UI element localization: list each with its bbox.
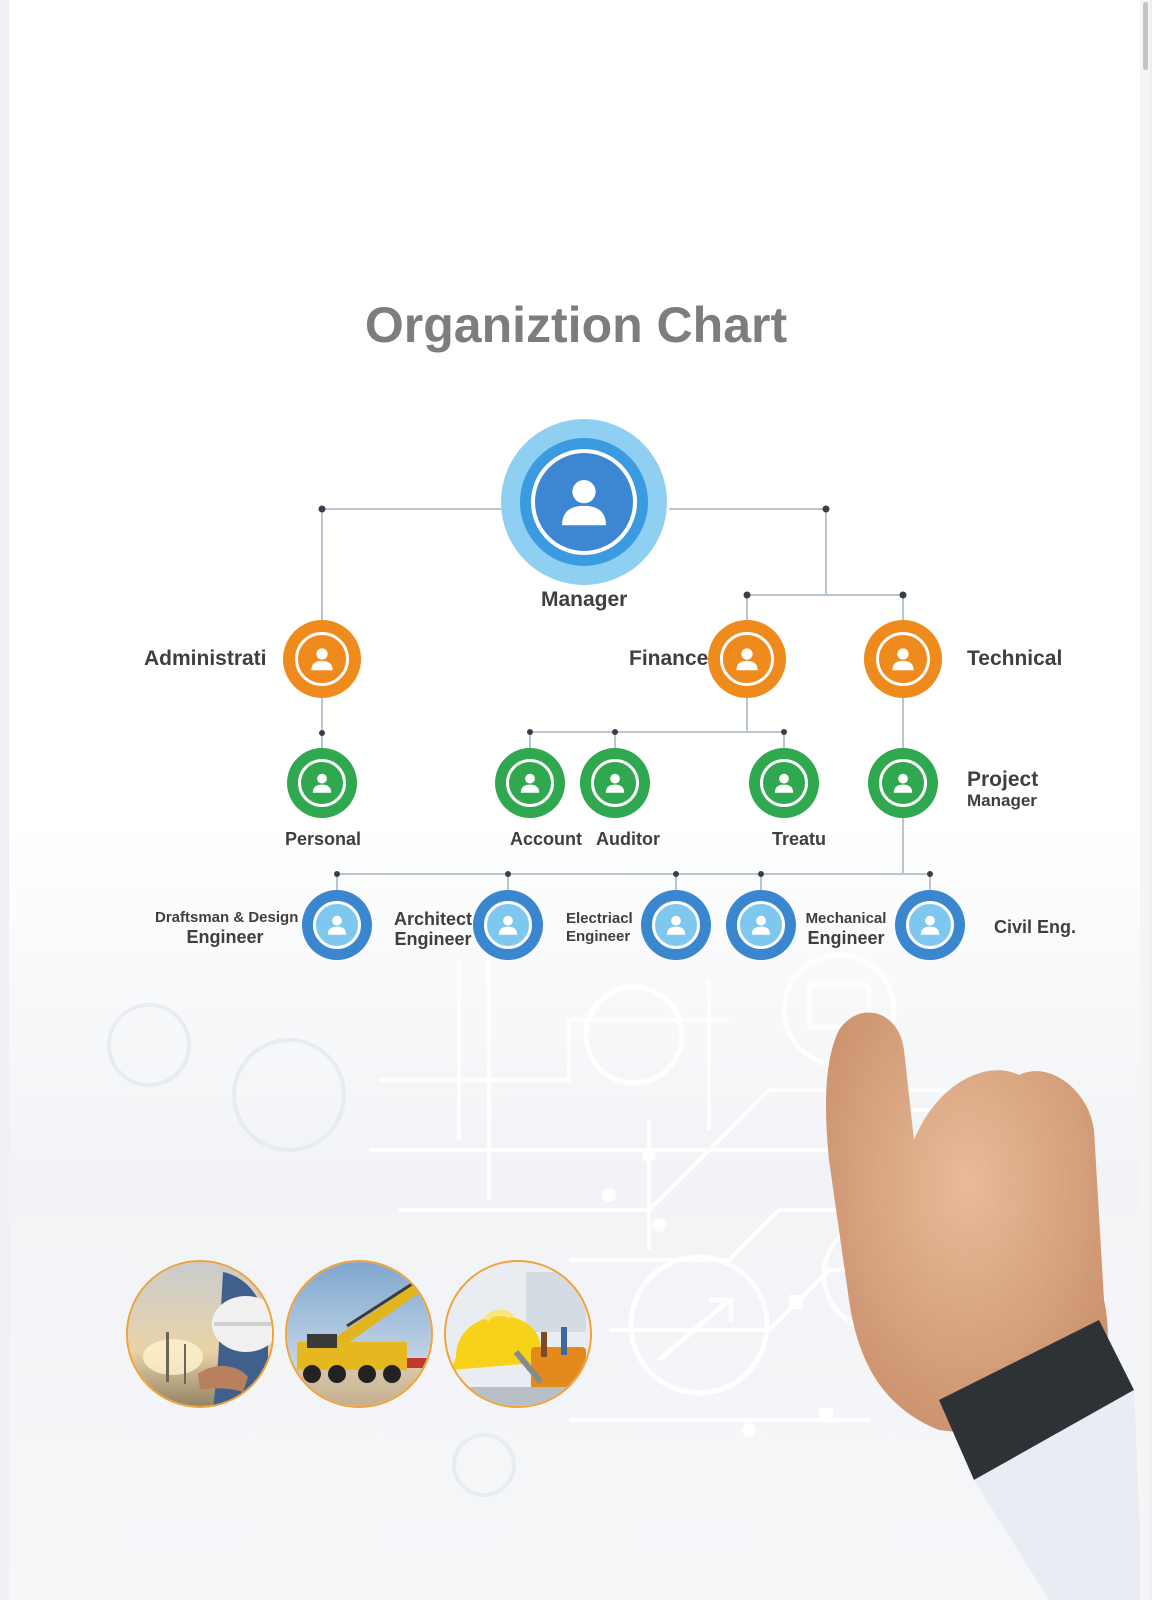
personal-node: [287, 748, 357, 818]
architect-line2: Engineer: [394, 929, 472, 949]
manager-node: [501, 419, 667, 585]
project-manager-label: Project Manager: [967, 768, 1038, 811]
person-icon: [774, 773, 794, 793]
person-icon: [736, 648, 758, 671]
person-icon: [562, 480, 606, 526]
mechanical-line2: Engineer: [807, 928, 885, 948]
person-icon: [666, 915, 686, 935]
finance-label: Finance: [629, 647, 709, 670]
chart-title: Organiztion Chart: [364, 297, 788, 353]
person-icon: [892, 648, 914, 671]
finance-node: [708, 620, 786, 698]
mechanical-line1: Mechanical: [805, 910, 887, 927]
architect-label: Architect Engineer: [392, 909, 474, 949]
account-node: [495, 748, 565, 818]
draftsman-line1: Draftsman & Design: [155, 909, 299, 926]
scrollbar[interactable]: [1140, 0, 1150, 1600]
personal-label: Personal: [285, 829, 362, 849]
auditor-node: [580, 748, 650, 818]
manager-label: Manager: [541, 588, 628, 611]
draftsman-label: Draftsman & Design Engineer: [155, 909, 299, 947]
architect-node: [473, 890, 543, 960]
mechanical-node: [726, 890, 796, 960]
project-manager-line2: Manager: [967, 791, 1037, 810]
treasury-node: [749, 748, 819, 818]
person-icon: [312, 773, 332, 793]
civil-label: Civil Eng.: [994, 917, 1077, 937]
electrical-label: Electriacl Engineer: [566, 910, 633, 946]
architect-line1: Architect: [393, 909, 473, 929]
hand-graphic: [826, 1012, 1143, 1600]
technical-label: Technical: [967, 647, 1063, 670]
project-manager-line1: Project: [967, 768, 1039, 791]
person-icon: [498, 915, 518, 935]
treasury-label: Treatu: [772, 829, 827, 849]
person-icon: [920, 915, 940, 935]
photo-crane-truck: [285, 1260, 433, 1408]
mechanical-label: Mechanical Engineer: [803, 910, 889, 948]
photo-helmet-tools: [444, 1260, 592, 1408]
administration-node: [283, 620, 361, 698]
auditor-label: Auditor: [596, 829, 660, 849]
civil-node: [895, 890, 965, 960]
electrical-node: [641, 890, 711, 960]
project-manager-node: [868, 748, 938, 818]
photo-worker-helmet: [126, 1260, 274, 1408]
person-icon: [311, 648, 333, 671]
technical-node: [864, 620, 942, 698]
scrollbar-thumb[interactable]: [1143, 2, 1148, 70]
page: Organiztion Chart: [9, 0, 1143, 1600]
electrical-line1: Electriacl: [566, 910, 633, 927]
electrical-line2: Engineer: [566, 928, 631, 945]
draftsman-line2: Engineer: [186, 927, 264, 947]
draftsman-node: [302, 890, 372, 960]
org-connectors: [318, 505, 933, 890]
person-icon: [520, 773, 540, 793]
account-label: Account: [510, 829, 582, 849]
administration-label: Administrati: [144, 647, 267, 670]
person-icon: [605, 773, 625, 793]
person-icon: [327, 915, 347, 935]
person-icon: [893, 773, 913, 793]
person-icon: [751, 915, 771, 935]
